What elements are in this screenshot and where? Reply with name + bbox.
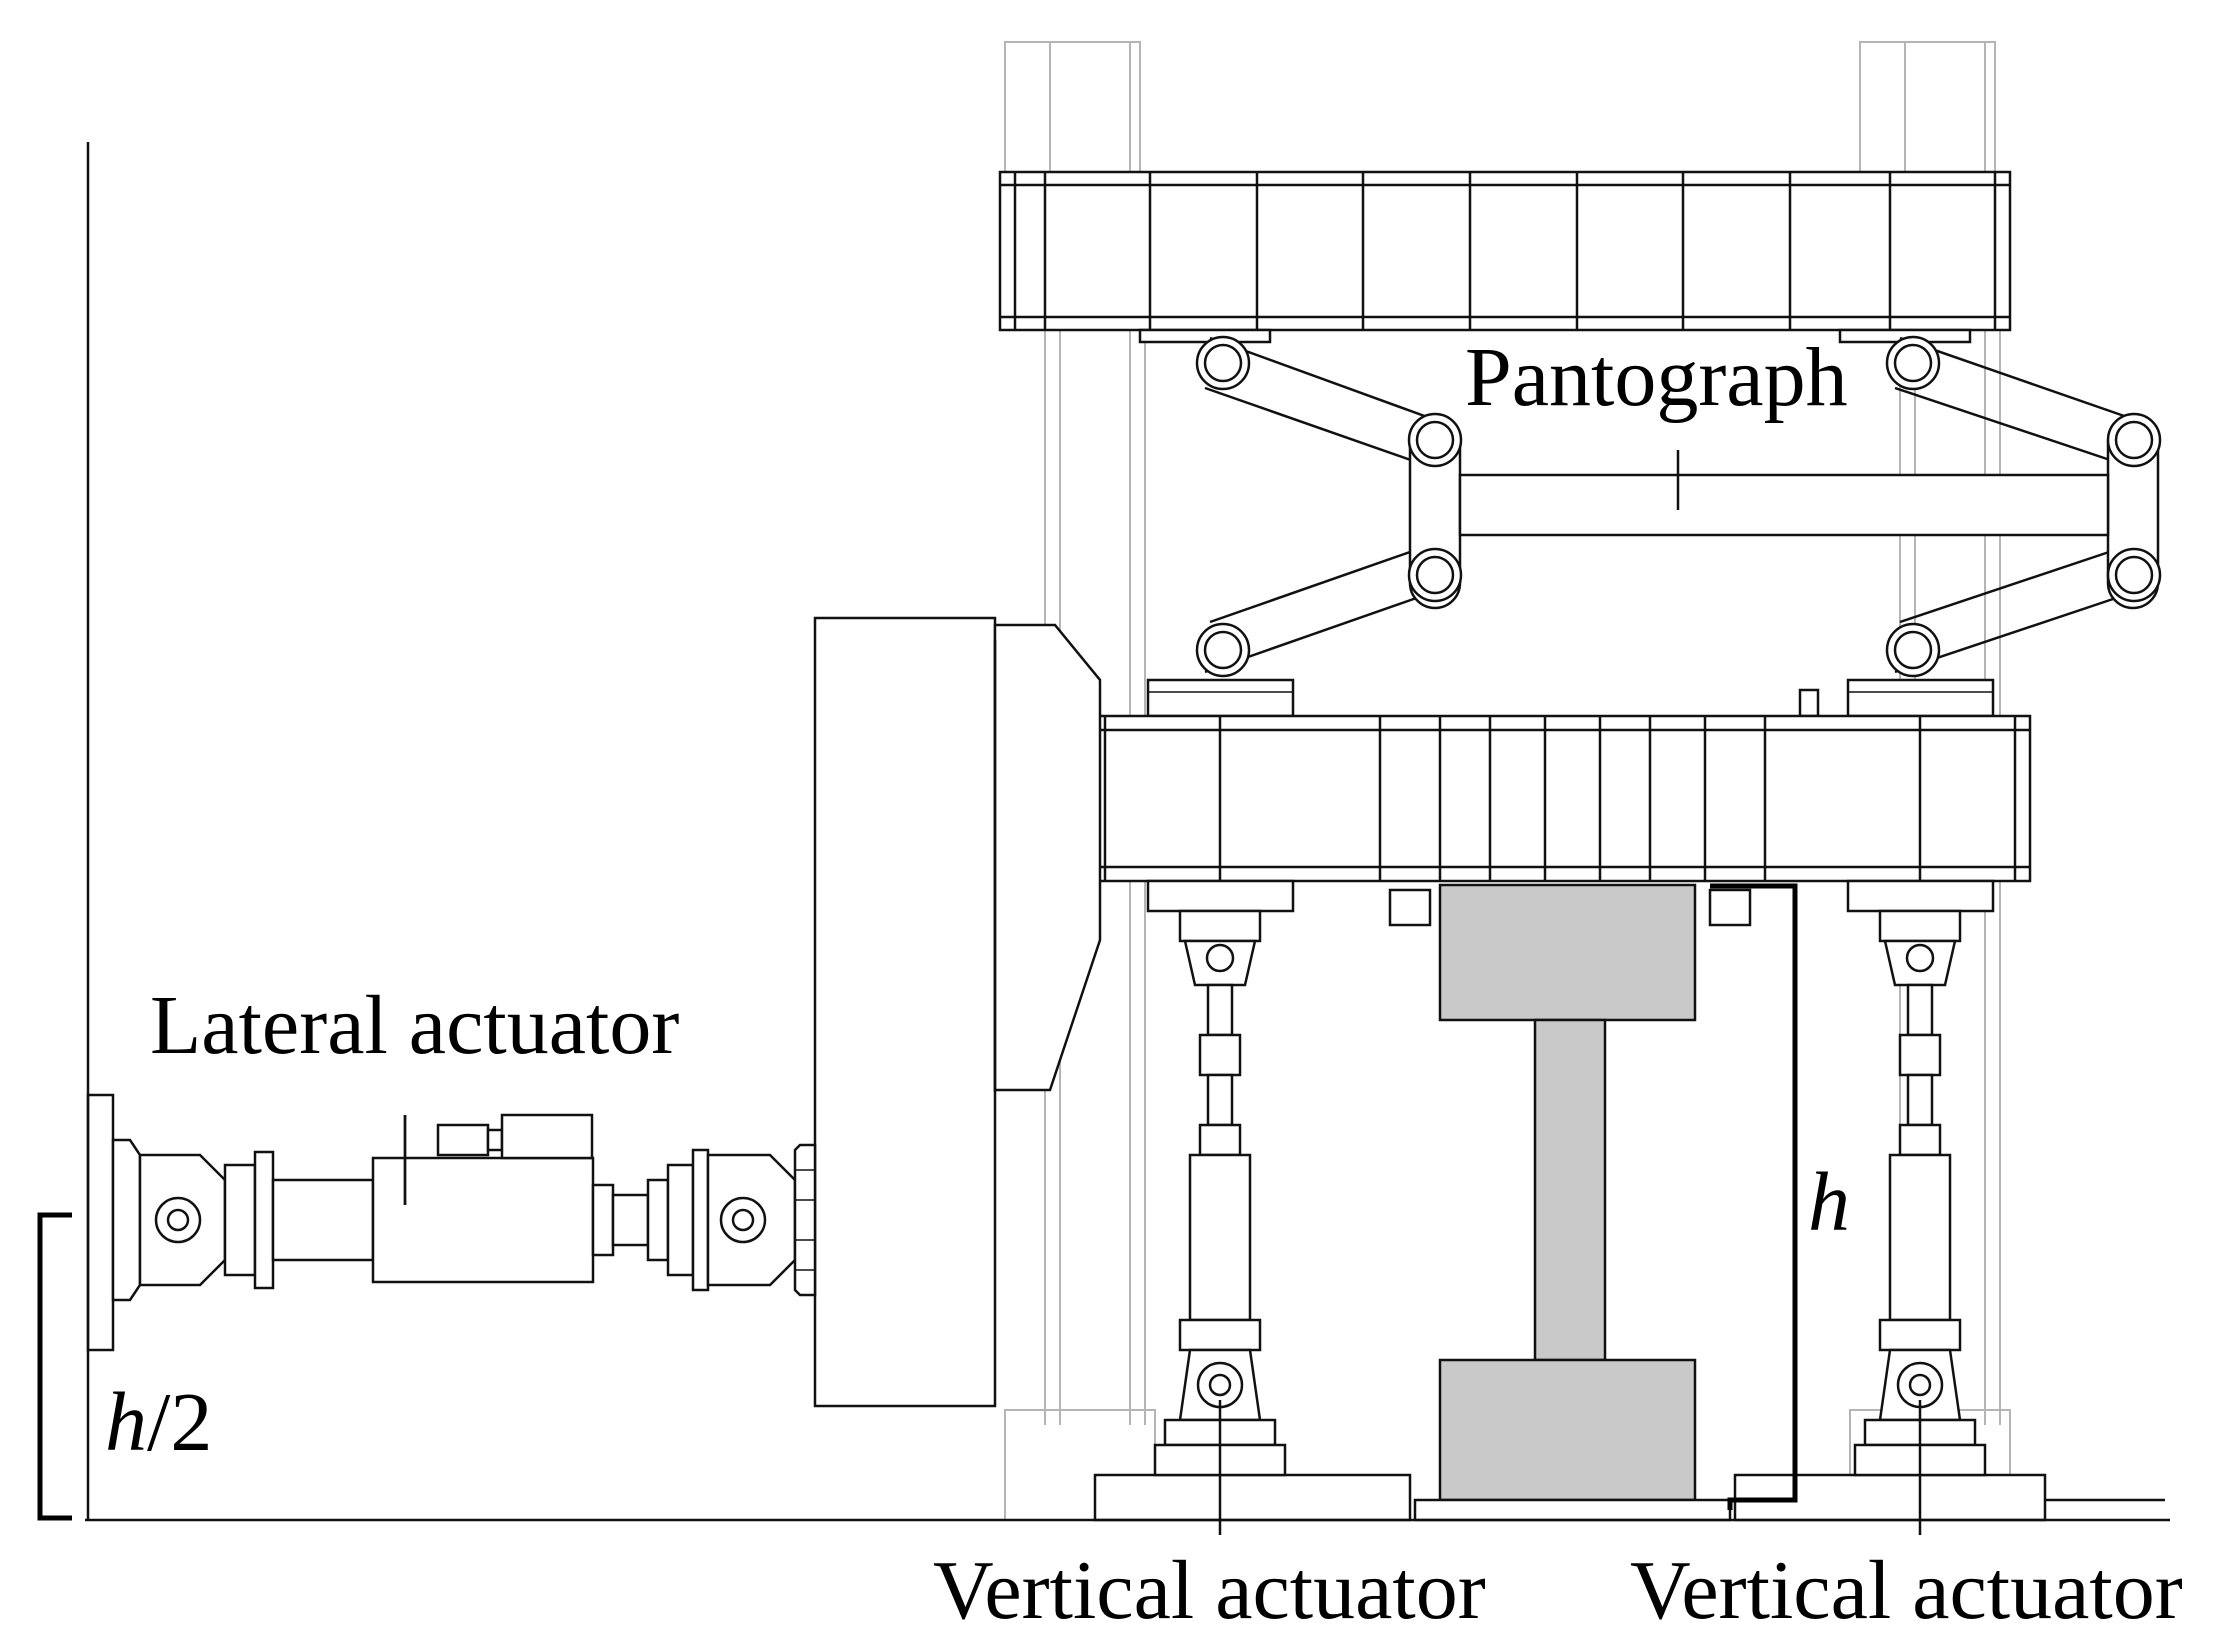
vertical-actuator-left-label: Vertical actuator xyxy=(933,1544,1486,1637)
floor-base-plates xyxy=(85,1473,2170,1522)
lateral-actuator xyxy=(86,1093,817,1352)
h-label: h xyxy=(1808,1156,1850,1249)
pantograph-label: Pantograph xyxy=(1465,331,1848,424)
h-half-label: h/2 xyxy=(105,1376,212,1469)
loading-beam xyxy=(998,678,2032,927)
vertical-actuator-right xyxy=(1853,909,1987,1477)
h-half-suffix: /2 xyxy=(147,1376,212,1469)
h-half-variable: h xyxy=(105,1376,147,1469)
end-loading-block xyxy=(813,616,1102,1408)
dimension-h-half xyxy=(37,1212,72,1521)
specimen xyxy=(1438,883,1697,1502)
top-reaction-beam xyxy=(998,170,2012,344)
vertical-actuator-left xyxy=(1153,909,1287,1477)
vertical-actuator-right-label: Vertical actuator xyxy=(1630,1544,2183,1637)
lateral-actuator-label: Lateral actuator xyxy=(150,979,679,1072)
dimension-h xyxy=(1710,883,1798,1510)
pantograph xyxy=(1195,335,2162,678)
